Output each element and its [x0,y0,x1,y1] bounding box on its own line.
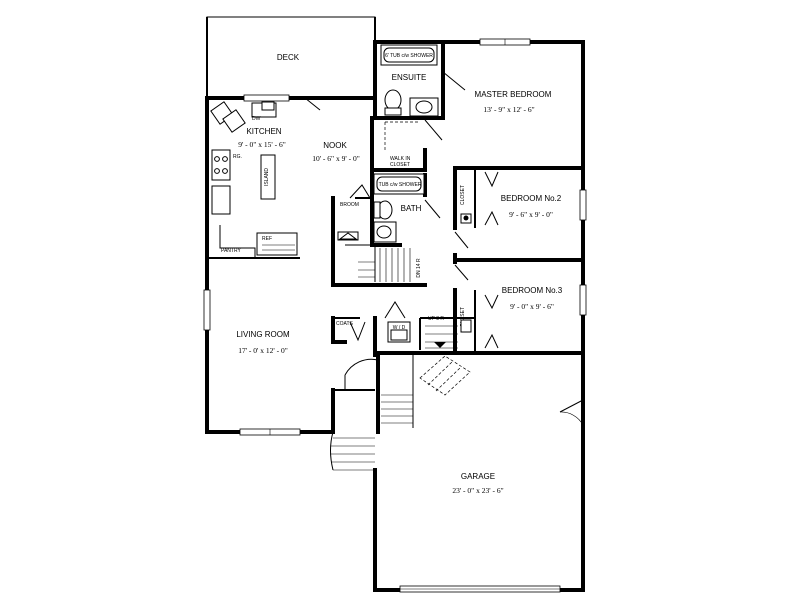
entry [330,358,379,471]
bedroom2-label: BEDROOM No.2 [501,194,562,203]
living-room-label: LIVING ROOM [236,330,290,339]
dn-label: DN 14 R [416,258,422,278]
nook-dims: 10' - 6" x 9' - 0" [312,154,360,163]
b2-closet-door-1 [484,171,499,188]
exterior-walls [205,40,585,592]
interior-walls [207,40,585,434]
broom-label: BROOM [340,202,359,208]
bath-tub-label: TUB c/w SHOWER [379,182,422,188]
living-room-dims: 17' - 0' x 12' - 0" [238,346,288,355]
garage-stair [381,355,584,428]
up-label: UP 8 R [428,316,444,322]
island-label: ISLAND [264,168,270,186]
deck-label: DECK [277,53,300,62]
wd-door [384,301,406,319]
windows [203,38,587,593]
b3-closet-door-2 [484,333,499,349]
bedroom3-label: BEDROOM No.3 [502,286,563,295]
range-label: RG. [233,154,242,160]
bath-label: BATH [401,204,422,213]
closet-b2-label: CLOSET [460,185,466,205]
walkin-label-1: WALK IN [390,156,411,162]
master-bedroom-label: MASTER BEDROOM [475,90,552,99]
dw-label: DW [252,116,261,122]
kitchen-fixtures: DW RG. ISLAND PANTRY REF [210,101,298,258]
coats-door [349,321,366,342]
b3-closet-door-1 [484,294,499,310]
bedroom3-dims: 9' - 0" x 9' - 6" [510,302,554,311]
bedroom2-dims: 9' - 6" x 9' - 0" [509,210,553,219]
kitchen-dims: 9' - 0" x 15' - 6" [238,140,286,149]
bath-fixtures: TUB c/w SHOWER [373,173,441,243]
b3-door [454,264,469,281]
walkin-label-2: CLOSET [390,162,410,168]
nook-door [304,97,321,111]
ensuite-tub-label: 6' TUB c/w SHOWER [385,53,433,59]
ensuite-fixtures: 6' TUB c/w SHOWER [380,44,466,150]
pantry-label: PANTRY [221,248,241,254]
nook-label: NOOK [323,141,347,150]
kitchen-label: KITCHEN [246,127,281,136]
wd-label: W / D [393,325,406,331]
b2-closet-door-2 [484,210,499,226]
master-bedroom-dims: 13' - 9" x 12' - 6" [483,105,534,114]
stair-down: DN 14 R [337,231,422,282]
coats-label: COATS [336,321,354,327]
garage-label: GARAGE [461,472,495,481]
ref-label: REF [262,236,272,242]
ensuite-label: ENSUITE [392,73,427,82]
b2-door [454,231,469,249]
stair-up: UP 8 R [425,316,472,349]
garage-dims: 23' - 0" x 23' - 6" [452,486,503,495]
closet-b3-label: CLOSET [460,307,466,327]
broom-door [349,184,371,199]
walkin-door [424,119,443,141]
